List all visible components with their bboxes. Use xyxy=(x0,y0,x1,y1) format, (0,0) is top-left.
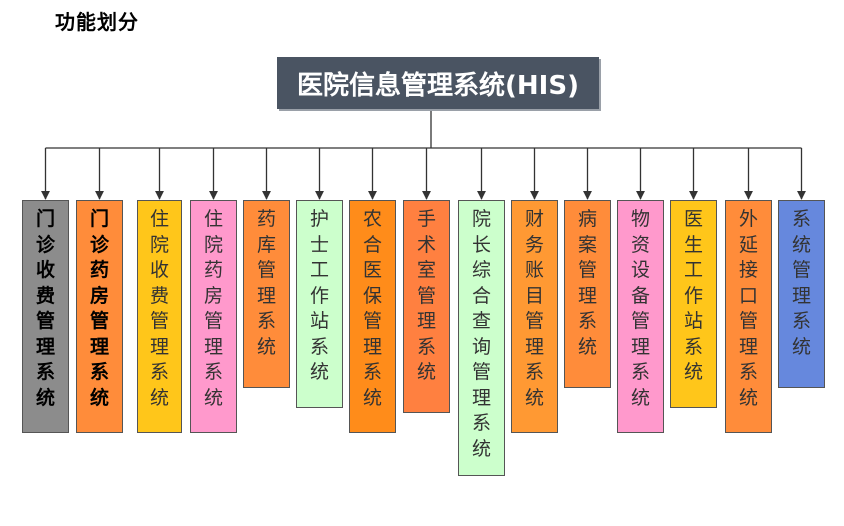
module-label: 外延接口管理系统 xyxy=(738,208,758,409)
module-m12: 物资设备管理系统 xyxy=(617,200,664,433)
module-label: 系统管理系统 xyxy=(791,208,811,358)
module-label: 手术室管理系统 xyxy=(416,208,436,383)
module-label: 农合医保管理系统 xyxy=(362,208,382,409)
module-m1: 门诊收费管理系统 xyxy=(22,200,69,433)
module-m8: 手术室管理系统 xyxy=(403,200,450,413)
module-label: 门诊药房管理系统 xyxy=(89,208,109,409)
module-label: 药库管理系统 xyxy=(256,208,276,358)
module-m11: 病案管理系统 xyxy=(564,200,611,388)
module-label: 物资设备管理系统 xyxy=(630,208,650,409)
module-m15: 系统管理系统 xyxy=(778,200,825,388)
module-label: 住院药房管理系统 xyxy=(203,208,223,409)
module-m10: 财务账目管理系统 xyxy=(511,200,558,433)
module-label: 医生工作站系统 xyxy=(683,208,703,383)
module-label: 财务账目管理系统 xyxy=(524,208,544,409)
module-m2: 门诊药房管理系统 xyxy=(76,200,123,433)
module-label: 病案管理系统 xyxy=(577,208,597,358)
module-m5: 药库管理系统 xyxy=(243,200,290,388)
page-heading: 功能划分 xyxy=(55,10,139,34)
module-m6: 护士工作站系统 xyxy=(296,200,343,408)
module-label: 住院收费管理系统 xyxy=(149,208,169,409)
module-m7: 农合医保管理系统 xyxy=(349,200,396,433)
root-node: 医院信息管理系统(HIS) xyxy=(277,57,599,109)
module-m14: 外延接口管理系统 xyxy=(725,200,772,433)
module-label: 院长综合查询管理系统 xyxy=(471,208,491,460)
module-m9: 院长综合查询管理系统 xyxy=(458,200,505,476)
module-label: 护士工作站系统 xyxy=(309,208,329,383)
module-label: 门诊收费管理系统 xyxy=(35,208,55,409)
module-m4: 住院药房管理系统 xyxy=(190,200,237,433)
module-m13: 医生工作站系统 xyxy=(670,200,717,408)
module-m3: 住院收费管理系统 xyxy=(137,200,182,433)
